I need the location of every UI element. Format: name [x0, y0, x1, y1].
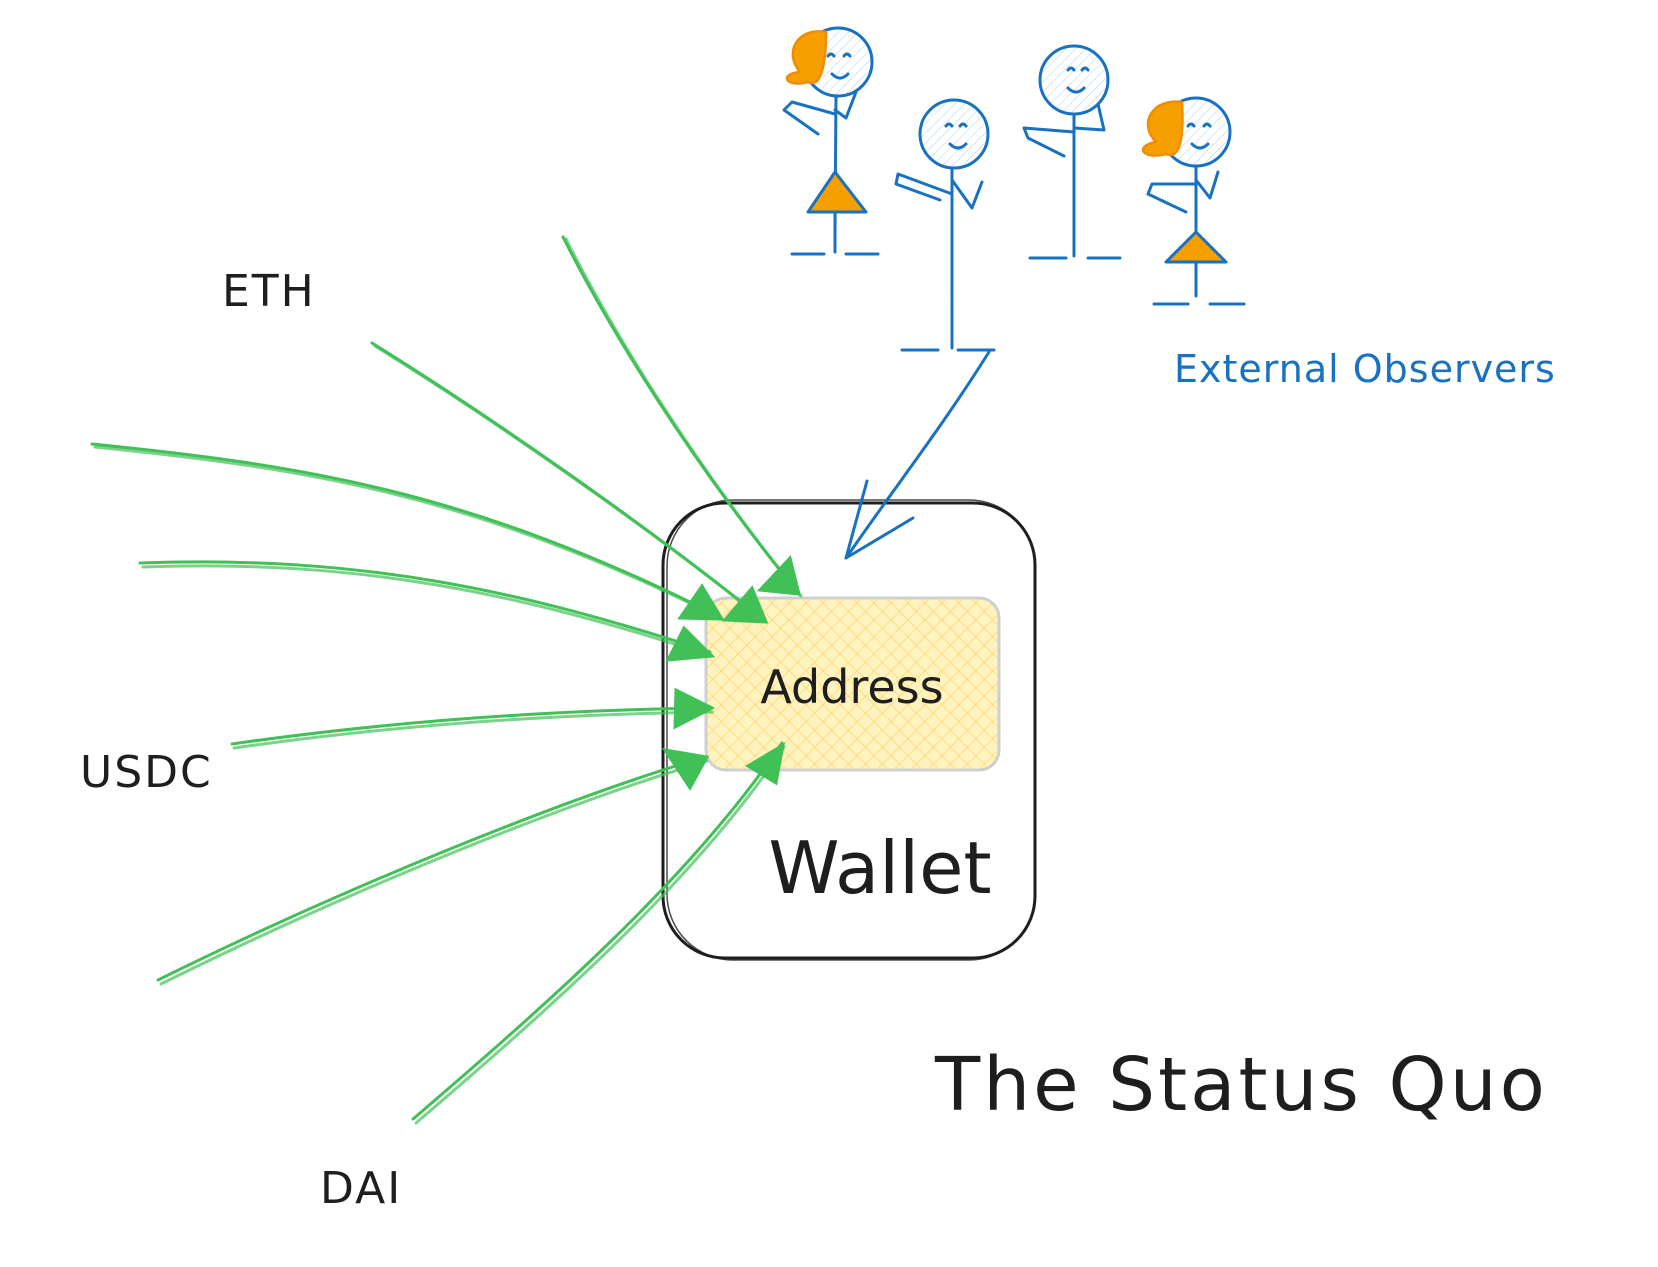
observer-arrow [844, 350, 991, 560]
incoming-token-arrows [90, 235, 803, 1125]
token-label-usdc: USDC [80, 747, 213, 798]
address-box [704, 596, 1001, 772]
observer-figure [1022, 44, 1122, 260]
incoming-arrow [370, 341, 769, 624]
observer-figure [1141, 96, 1246, 306]
observer-figure [894, 98, 996, 352]
wallet-box [661, 499, 1037, 961]
token-label-eth: ETH [222, 266, 316, 317]
token-label-dai: DAI [320, 1163, 402, 1214]
diagram-title: The Status Quo [934, 1042, 1548, 1128]
observer-figure [782, 26, 880, 256]
incoming-arrow [138, 560, 716, 662]
incoming-arrow [156, 747, 710, 986]
incoming-arrow [411, 741, 786, 1125]
incoming-arrow [561, 235, 803, 598]
observers-label: External Observers [1174, 347, 1556, 391]
wallet-label: Wallet [768, 826, 991, 910]
observers-group [782, 26, 1246, 352]
address-label: Address [760, 660, 943, 714]
incoming-arrow [90, 442, 725, 621]
incoming-arrow [230, 687, 716, 750]
